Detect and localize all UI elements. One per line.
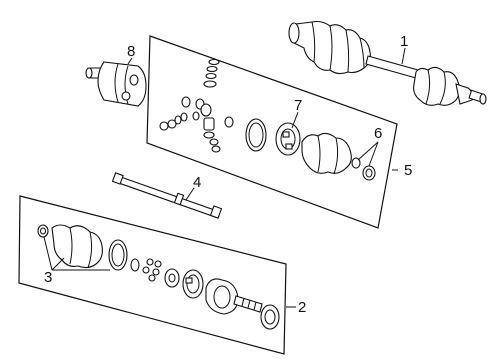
callout-8: 8 xyxy=(127,43,135,60)
leader-lines xyxy=(43,47,406,308)
intermediate-shaft[interactable] xyxy=(111,172,223,219)
callout-3: 3 xyxy=(44,269,52,286)
bearing-cage xyxy=(275,122,301,156)
boot-clamp-small xyxy=(351,157,361,169)
callout-1: 1 xyxy=(400,33,408,50)
callout-6: 6 xyxy=(374,125,382,142)
callout-4: 4 xyxy=(193,174,201,191)
axle-assembly[interactable] xyxy=(288,20,487,106)
boot-clamp-large xyxy=(362,165,376,181)
lower-kit-parts xyxy=(37,224,280,330)
callout-5: 5 xyxy=(404,162,412,179)
callout-7: 7 xyxy=(294,97,302,114)
callout-2: 2 xyxy=(298,299,306,316)
cv-boot xyxy=(301,132,352,174)
tripod-housing[interactable] xyxy=(85,61,147,107)
upper-kit-small-parts xyxy=(159,58,376,181)
